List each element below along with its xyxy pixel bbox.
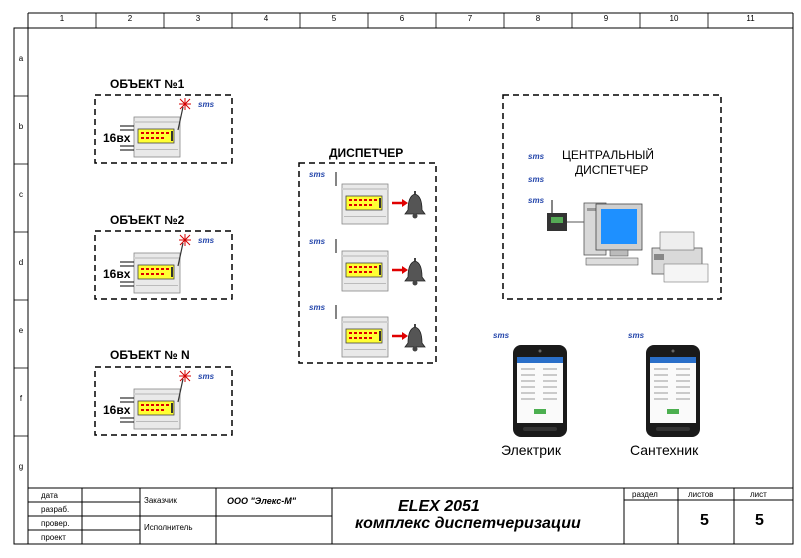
column-number: 11 (746, 14, 755, 23)
central-dispatcher-title-1: ЦЕНТРАЛЬНЫЙ (562, 148, 655, 162)
row-letter: a (18, 54, 24, 63)
object-n-box (94, 366, 233, 436)
input-lines (120, 125, 134, 423)
arrow-icon (390, 197, 410, 342)
sheet-label: лист (750, 490, 767, 499)
dispatcher-box (298, 162, 437, 364)
object-2-title: ОБЪЕКТ №2 (110, 213, 185, 227)
dispatcher-device-2 (341, 250, 389, 292)
drawing-title-2: комплекс диспетчеризации (355, 515, 581, 532)
printer-icon (651, 231, 709, 283)
phone-plumber-label: Сантехник (630, 442, 699, 458)
drawing-title-1: ELEX 2051 (398, 498, 480, 515)
sms-icon: sms (198, 372, 215, 381)
sheet-value: 5 (755, 512, 764, 529)
phone-plumber-icon (645, 344, 701, 438)
sheets-label: листов (688, 490, 714, 499)
column-number: 4 (263, 14, 269, 23)
sms-icon: sms (493, 331, 510, 340)
sms-icon: sms (309, 237, 326, 246)
customer-label: Заказчик (144, 496, 177, 505)
column-number: 7 (467, 14, 473, 23)
dispatcher-title: ДИСПЕТЧЕР (329, 146, 404, 160)
row-letter: g (18, 462, 24, 471)
object-1-inputs: 16вх (103, 131, 131, 145)
column-number: 2 (127, 14, 133, 23)
sms-icon: sms (528, 152, 545, 161)
object-n-inputs: 16вх (103, 403, 131, 417)
sheets-value: 5 (700, 512, 709, 529)
column-number: 5 (331, 14, 337, 23)
antenna-signal-icon (179, 98, 191, 382)
executor-label: Исполнитель (144, 523, 193, 532)
stamp-label: провер. (41, 519, 70, 528)
row-letter: f (19, 394, 23, 403)
dispatcher-device-3 (341, 316, 389, 358)
sms-icon: sms (309, 170, 326, 179)
computer-icon (583, 202, 643, 266)
bell-icon (404, 190, 426, 352)
dispatcher-device-1 (341, 183, 389, 225)
column-number: 10 (669, 14, 679, 23)
stamp-label: дата (41, 491, 58, 500)
object-n-device (133, 388, 181, 430)
row-letter: e (18, 326, 24, 335)
sms-icon: sms (528, 196, 545, 205)
sms-icon: sms (309, 303, 326, 312)
row-letter: c (19, 190, 23, 199)
column-number: 1 (59, 14, 65, 23)
object-n-title: ОБЪЕКТ № N (110, 348, 190, 362)
row-letter: d (18, 258, 24, 267)
stamp-label: проект (41, 533, 66, 542)
phone-electrician-icon (512, 344, 568, 438)
sms-icon: sms (198, 236, 215, 245)
sms-icon: sms (628, 331, 645, 340)
object-1-title: ОБЪЕКТ №1 (110, 77, 185, 91)
row-letter: b (18, 122, 24, 131)
gsm-modem-icon (547, 200, 585, 231)
object-2-inputs: 16вх (103, 267, 131, 281)
object-1-box (94, 94, 233, 164)
column-number: 6 (399, 14, 405, 23)
sms-icon: sms (528, 175, 545, 184)
sms-icon: sms (198, 100, 215, 109)
section-label: раздел (632, 490, 658, 499)
object-1-device (133, 116, 181, 158)
central-dispatcher-box (502, 94, 722, 300)
column-number: 3 (195, 14, 201, 23)
column-number: 8 (535, 14, 541, 23)
central-dispatcher-title-2: ДИСПЕТЧЕР (575, 163, 649, 177)
column-number: 9 (603, 14, 609, 23)
object-2-device (133, 252, 181, 294)
stamp-label: разраб. (41, 505, 70, 514)
customer-value: ООО "Элекс-М" (227, 496, 297, 506)
object-2-box (94, 230, 233, 300)
phone-electrician-label: Электрик (501, 442, 561, 458)
